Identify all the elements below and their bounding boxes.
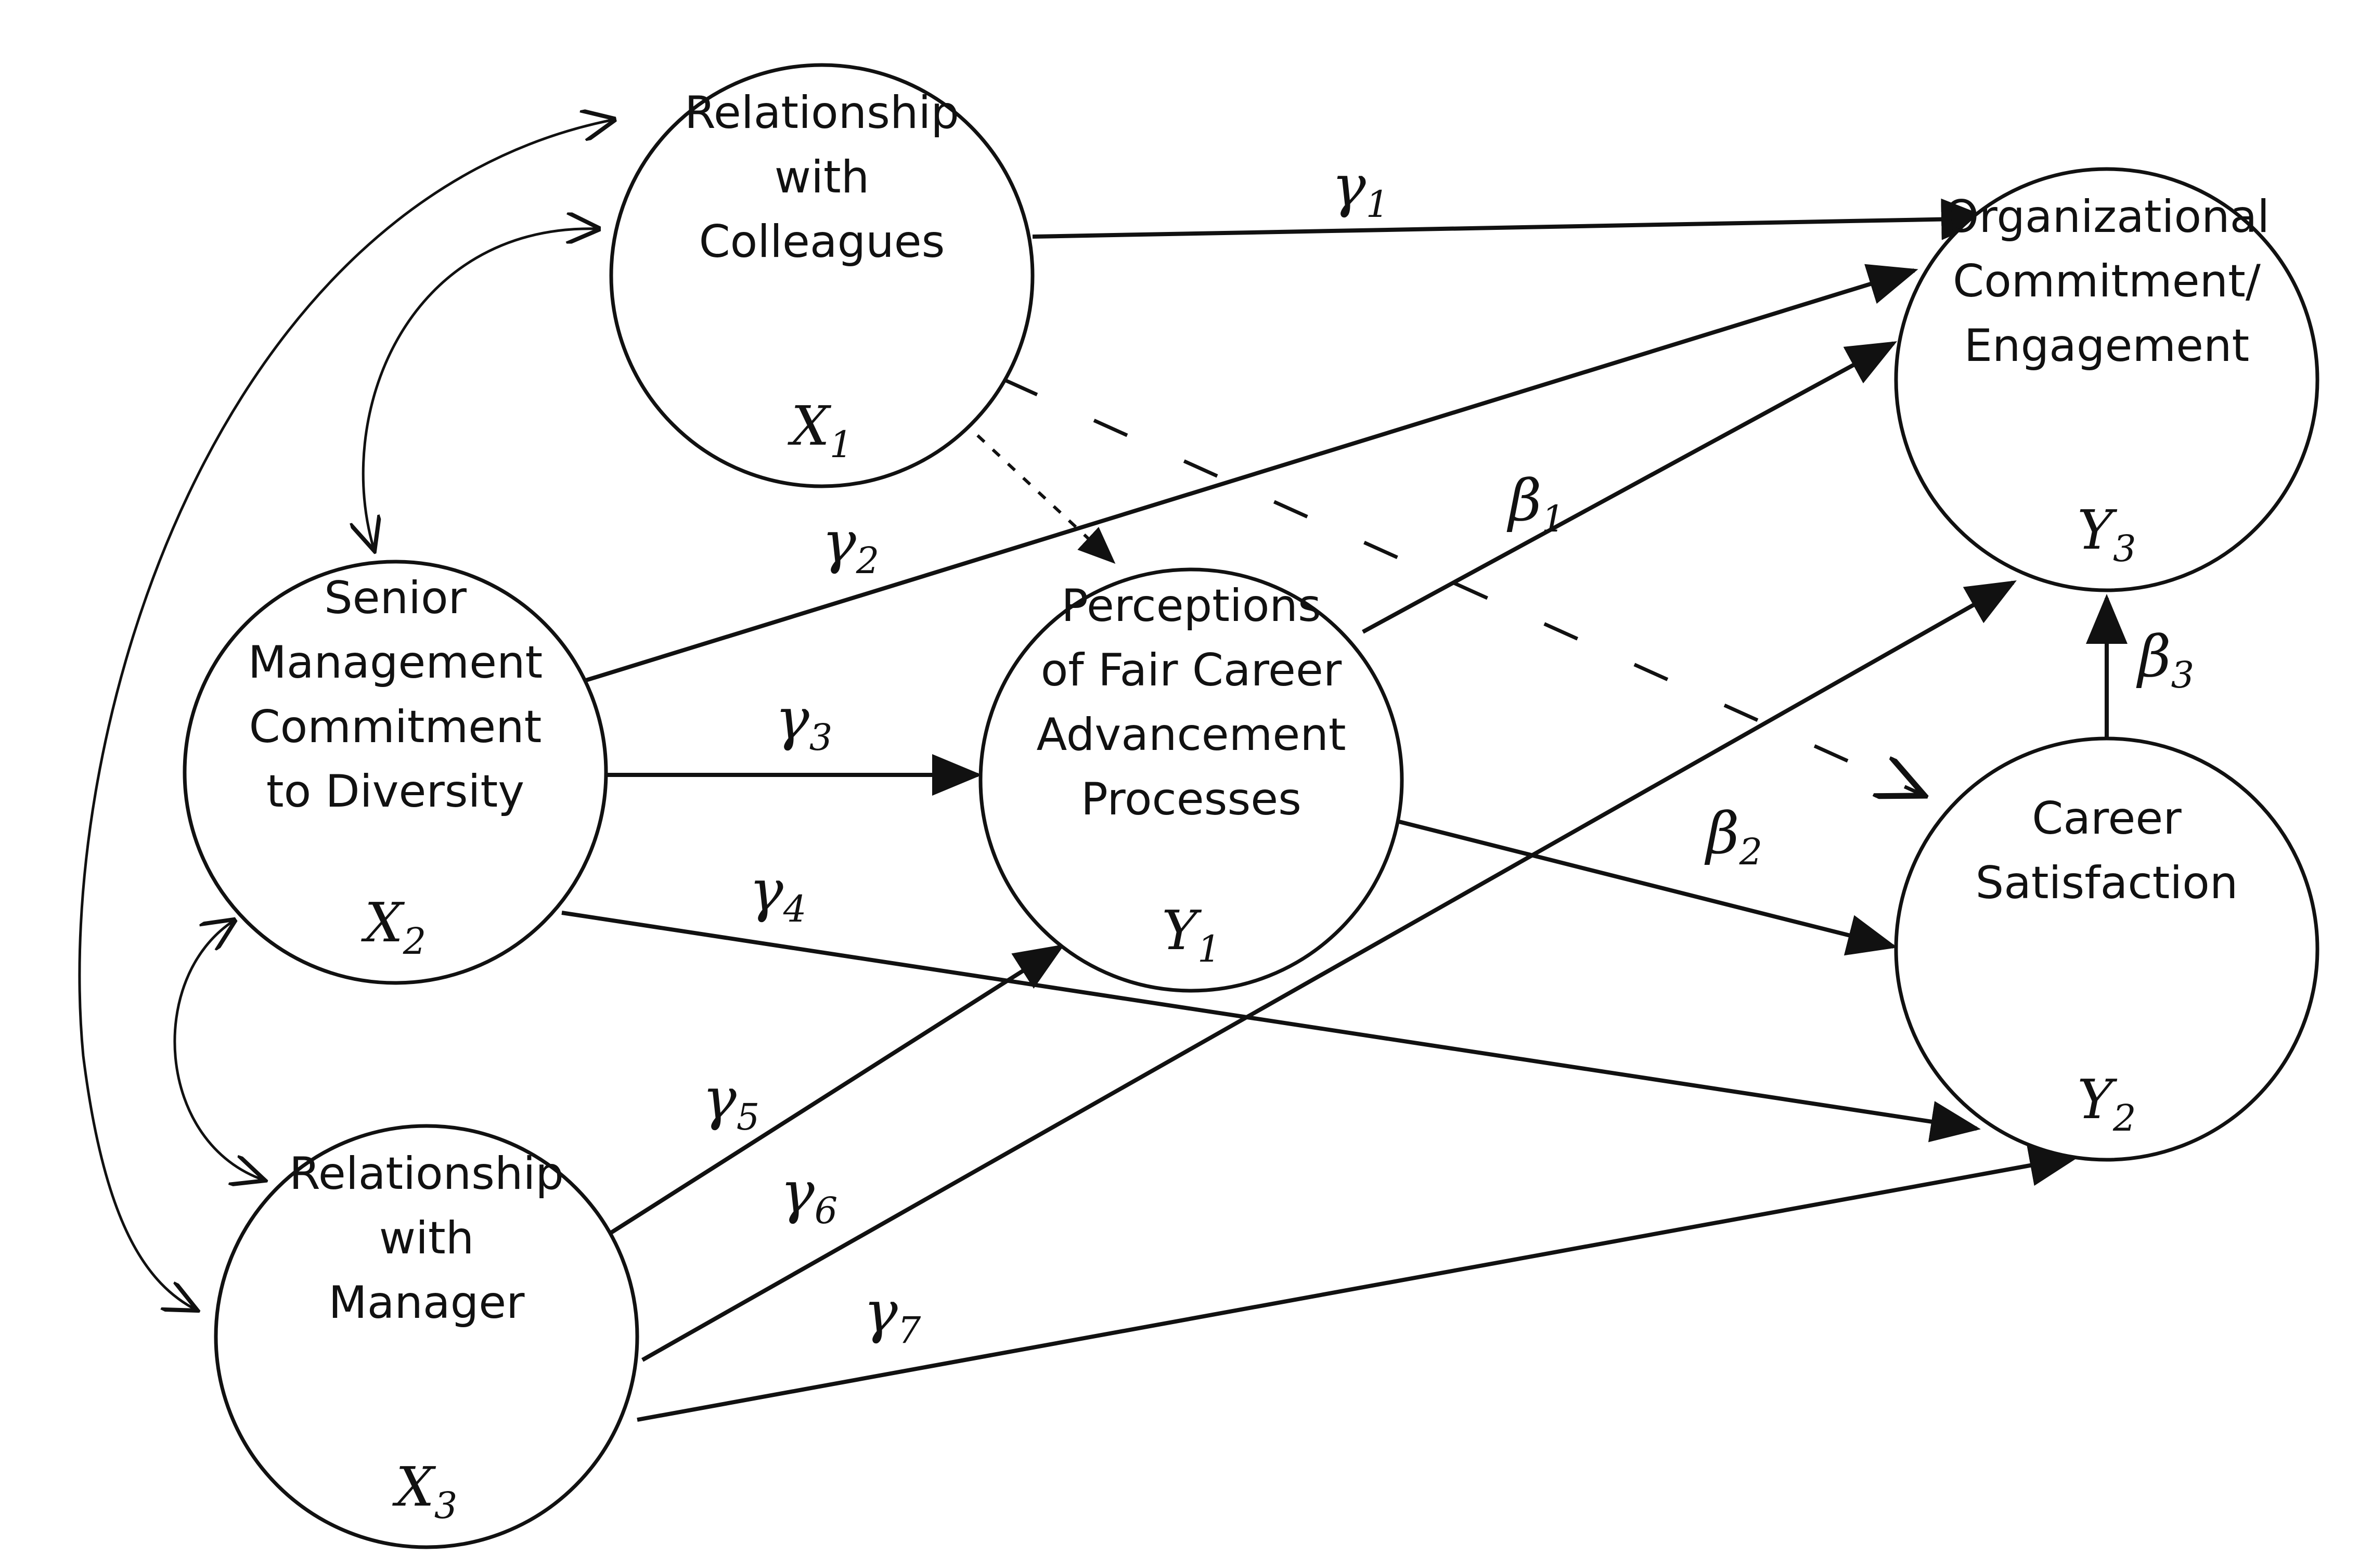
path-x3-y2 bbox=[637, 1145, 2080, 1422]
node-variable: X3 bbox=[392, 1455, 458, 1527]
node-label-line: Manager bbox=[329, 1277, 525, 1329]
node-variable: X2 bbox=[361, 891, 427, 963]
path-coefficient-label: γ1 bbox=[1332, 152, 1389, 226]
node-label-line: Career bbox=[2032, 793, 2182, 845]
covariance-x2-x3 bbox=[173, 921, 265, 1181]
node-label-line: Relationship bbox=[685, 87, 959, 139]
node-label-line: Satisfaction bbox=[1976, 857, 2238, 909]
node-circle bbox=[609, 63, 1035, 488]
path-y1-y2 bbox=[1399, 820, 1898, 956]
node-variable: X1 bbox=[788, 394, 853, 466]
path-x1-y1 bbox=[961, 420, 1116, 564]
path-coefficient-label: γ5 bbox=[702, 1065, 759, 1138]
path-coefficient-label: γ2 bbox=[822, 509, 879, 582]
node-label-line: Commitment bbox=[249, 701, 542, 753]
node-label-line: Commitment/ bbox=[1953, 255, 2261, 307]
node-label-line: Engagement bbox=[1964, 320, 2250, 372]
path-x3-y3 bbox=[641, 580, 2017, 1362]
node-label-line: Perceptions bbox=[1061, 580, 1321, 632]
path-coefficient-label: β3 bbox=[2136, 623, 2194, 696]
covariance-x1-x3 bbox=[78, 120, 614, 1311]
node-variable: Y1 bbox=[1162, 899, 1220, 970]
path-coefficient-label: γ3 bbox=[775, 685, 832, 759]
node-circle bbox=[1894, 736, 2319, 1162]
node-label-line: Organizational bbox=[1944, 191, 2270, 243]
path-coefficient-label: β1 bbox=[1506, 467, 1565, 540]
node-circle bbox=[214, 1124, 639, 1549]
path-x2-y2 bbox=[561, 911, 1981, 1143]
node-label-line: to Diversity bbox=[266, 766, 524, 818]
node-y1: Perceptions of Fair CareerAdvancementProc… bbox=[978, 567, 1404, 993]
node-label-line: Advancement bbox=[1036, 709, 1346, 761]
node-label-line: of Fair Career bbox=[1041, 644, 1342, 696]
node-label-line: Colleagues bbox=[699, 216, 945, 268]
path-coefficient-label: γ6 bbox=[780, 1159, 837, 1232]
node-circle bbox=[1894, 167, 2319, 592]
node-circle bbox=[978, 567, 1404, 993]
node-variable: Y3 bbox=[2077, 498, 2136, 570]
node-label-line: with bbox=[379, 1212, 474, 1264]
path-y1-y3 bbox=[1362, 341, 1898, 634]
node-label-line: Relationship bbox=[289, 1148, 564, 1200]
path-x2-y3 bbox=[582, 264, 1918, 683]
covariance-x1-x2 bbox=[363, 229, 598, 551]
node-circle bbox=[183, 560, 608, 985]
path-x1-y3 bbox=[1032, 198, 1991, 240]
path-x3-y1 bbox=[610, 944, 1065, 1235]
node-label-line: Processes bbox=[1081, 773, 1301, 825]
node-label-line: with bbox=[775, 151, 869, 203]
path-coefficient-label: γ4 bbox=[749, 857, 806, 930]
path-x1-y2 bbox=[1003, 378, 1925, 796]
node-label-line: Management bbox=[248, 637, 543, 689]
path-coefficient-label: β2 bbox=[1704, 800, 1762, 873]
path-coefficient-label: γ7 bbox=[863, 1278, 921, 1352]
node-variable: Y2 bbox=[2077, 1068, 2136, 1139]
node-label-line: Senior bbox=[324, 572, 467, 624]
